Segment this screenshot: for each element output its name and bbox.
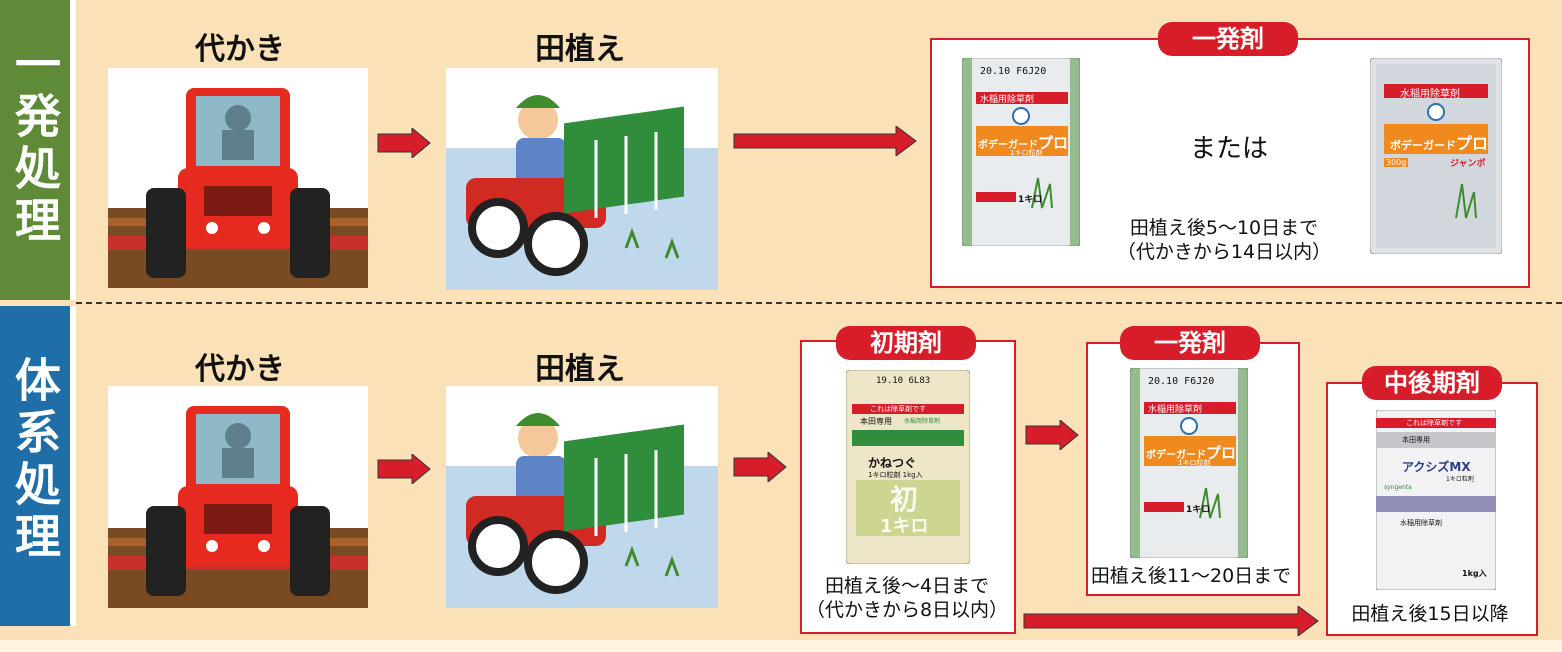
product-weight: 1キロ bbox=[1018, 195, 1043, 205]
product-maker: syngenta bbox=[1384, 484, 1412, 491]
category-label-text: 体系処理 bbox=[8, 356, 62, 564]
product-name: かねつぐ bbox=[868, 456, 917, 470]
product-form: 1キロ粒剤 bbox=[1178, 459, 1211, 467]
product-name: アクシズMX bbox=[1402, 458, 1471, 475]
product-band: 水稲用除草剤 bbox=[1400, 89, 1460, 100]
timing-line: 田植え後11～20日まで bbox=[1090, 565, 1292, 587]
arrow-right-icon bbox=[733, 452, 787, 482]
product-name-main: アクシズ bbox=[1402, 460, 1450, 474]
product-warning: これは除草剤です bbox=[1406, 419, 1462, 427]
product-brand: ボデーガードプロ bbox=[1146, 442, 1236, 463]
step-label-transplanting: 田植え bbox=[535, 32, 625, 67]
step-label-transplanting: 田植え bbox=[535, 352, 625, 387]
product-brand-name: ボデーガード bbox=[978, 140, 1038, 151]
product-name-suffix: MX bbox=[1449, 460, 1471, 474]
product-band: 水稲用除草剤 bbox=[1148, 405, 1203, 415]
product-bag-bodeguard-pro: 20.10 F6J20 水稲用除草剤 ボデーガードプロ 1キロ粒剤 1キロ bbox=[961, 57, 1081, 247]
rice-transplanter-illustration bbox=[446, 386, 718, 608]
product-bag-axis-mx: これは除草剤です 本田専用 アクシズMX 1キロ粒剤 syngenta 水稲用除… bbox=[1375, 409, 1497, 591]
band-divider bbox=[70, 0, 76, 300]
product-big-weight: 1キロ bbox=[880, 516, 929, 537]
tractor-illustration bbox=[108, 386, 368, 608]
or-text: または bbox=[1190, 134, 1269, 164]
timing-initial: 田植え後～4日まで （代かきから8日以内） bbox=[800, 574, 1014, 622]
product-brand-name: ボデーガード bbox=[1146, 450, 1206, 461]
bottom-margin bbox=[0, 640, 1562, 652]
product-form: 1キロ粒剤 bbox=[1446, 476, 1474, 483]
row-divider bbox=[76, 302, 1562, 304]
timing-oneshot: 田植え後5～10日まで （代かきから14日以内） bbox=[1094, 216, 1354, 264]
product-weight: 1kg入 bbox=[1462, 569, 1487, 578]
category-label-text: 一発処理 bbox=[8, 40, 62, 248]
product-brand: ボデーガードプロ bbox=[1390, 130, 1488, 154]
arrow-right-icon bbox=[733, 126, 917, 156]
arrow-right-icon bbox=[377, 454, 431, 484]
product-lot: 20.10 F6J20 bbox=[1148, 376, 1215, 387]
timing-line: 田植え後15日以降 bbox=[1351, 603, 1509, 625]
product-bag-bodeguard-pro-jumbo: 水稲用除草剤 ボデーガードプロ ジャンボ 300g bbox=[1369, 57, 1503, 255]
category-band-oneshot bbox=[0, 0, 70, 300]
product-weight: 1キロ bbox=[1186, 505, 1211, 515]
product-brand-suffix: プロ bbox=[1456, 134, 1489, 153]
tag-initial: 初期剤 bbox=[836, 326, 976, 360]
tag-midlate: 中後期剤 bbox=[1362, 366, 1502, 400]
product-big-mark: 初 bbox=[890, 483, 919, 516]
step-label-puddling: 代かき bbox=[195, 32, 285, 67]
product-type: 水稲用除草剤 bbox=[1400, 519, 1442, 527]
rice-transplanter-illustration bbox=[446, 68, 718, 290]
product-type: 水稲用除草剤 bbox=[904, 418, 941, 425]
tractor-illustration bbox=[108, 68, 368, 288]
category-label-system: 体系処理 bbox=[0, 356, 70, 586]
timing-line: 田植え後5～10日まで bbox=[1129, 217, 1319, 239]
step-label-puddling: 代かき bbox=[195, 352, 285, 387]
product-brand-suffix: プロ bbox=[1206, 444, 1237, 462]
timing-line: （代かきから14日以内） bbox=[1116, 241, 1332, 263]
product-lot: 19.10 6L83 bbox=[876, 376, 931, 386]
timing-line: 田植え後～4日まで bbox=[824, 575, 990, 597]
arrow-right-long-icon bbox=[1023, 606, 1319, 636]
timing-oneshot-system: 田植え後11～20日まで bbox=[1086, 564, 1296, 588]
product-weight: 300g bbox=[1384, 158, 1409, 167]
tag-oneshot: 一発剤 bbox=[1120, 326, 1260, 360]
product-use: 本田専用 bbox=[860, 417, 892, 426]
band-divider bbox=[70, 306, 76, 626]
timing-midlate: 田植え後15日以降 bbox=[1326, 602, 1534, 626]
category-label-oneshot: 一発処理 bbox=[0, 40, 70, 260]
product-bag-kanetsugu: 19.10 6L83 これは除草剤です 本田専用 水稲用除草剤 かねつぐ 1キロ… bbox=[845, 369, 971, 565]
timing-line: （代かきから8日以内） bbox=[805, 599, 1009, 621]
product-brand-name: ボデーガード bbox=[1390, 139, 1456, 152]
product-brand: ボデーガードプロ bbox=[978, 132, 1068, 153]
tag-oneshot: 一発剤 bbox=[1158, 22, 1298, 56]
category-band-system bbox=[0, 306, 70, 626]
product-brand-suffix: プロ bbox=[1038, 134, 1069, 152]
product-band: 水稲用除草剤 bbox=[980, 95, 1035, 105]
product-form: 1キロ粒剤 bbox=[1010, 149, 1043, 157]
product-bag-bodeguard-pro: 20.10 F6J20 水稲用除草剤 ボデーガードプロ 1キロ粒剤 1キロ bbox=[1129, 367, 1249, 559]
product-use: 本田専用 bbox=[1402, 436, 1430, 444]
product-warning: これは除草剤です bbox=[870, 405, 926, 413]
product-form: ジャンボ bbox=[1450, 159, 1486, 169]
product-lot: 20.10 F6J20 bbox=[980, 66, 1047, 77]
product-form: 1キロ粒剤 1kg入 bbox=[868, 471, 923, 479]
arrow-right-icon bbox=[1025, 420, 1079, 450]
arrow-right-icon bbox=[377, 128, 431, 158]
